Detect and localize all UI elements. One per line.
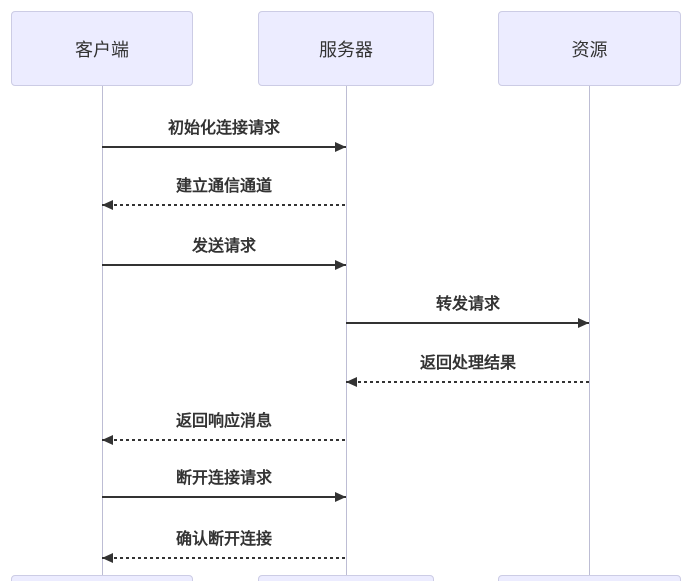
message-line	[346, 381, 589, 383]
message-label: 断开连接请求	[175, 470, 272, 487]
message-label: 发送请求	[191, 238, 256, 255]
lifeline-client	[102, 86, 103, 575]
message-label: 返回处理结果	[419, 355, 516, 372]
lifeline-server	[346, 86, 347, 575]
message-label: 返回响应消息	[175, 413, 272, 430]
arrowhead-left-icon	[102, 200, 113, 210]
message-line	[346, 322, 589, 324]
participant-client-top: 客户端	[11, 11, 193, 86]
participant-resource-bottom	[498, 575, 681, 581]
arrowhead-right-icon	[335, 492, 346, 502]
participant-server-top: 服务器	[258, 11, 434, 86]
message-line	[102, 439, 346, 441]
message-line	[102, 496, 346, 498]
message-line	[102, 264, 346, 266]
participant-client-label: 客户端	[75, 39, 129, 60]
arrowhead-right-icon	[335, 142, 346, 152]
arrowhead-left-icon	[102, 435, 113, 445]
message-line	[102, 557, 346, 559]
arrowhead-left-icon	[102, 553, 113, 563]
arrowhead-right-icon	[578, 318, 589, 328]
participant-server-bottom	[258, 575, 434, 581]
arrowhead-left-icon	[346, 377, 357, 387]
message-label: 确认断开连接	[175, 531, 272, 548]
lifeline-resource	[589, 86, 590, 575]
arrowhead-right-icon	[335, 260, 346, 270]
message-label: 初始化连接请求	[167, 120, 280, 137]
message-line	[102, 204, 346, 206]
message-line	[102, 146, 346, 148]
participant-server-label: 服务器	[319, 39, 373, 60]
participant-client-bottom	[11, 575, 193, 581]
message-label: 转发请求	[435, 296, 500, 313]
participant-resource-top: 资源	[498, 11, 681, 86]
participant-resource-label: 资源	[571, 39, 608, 60]
message-label: 建立通信通道	[175, 178, 272, 195]
